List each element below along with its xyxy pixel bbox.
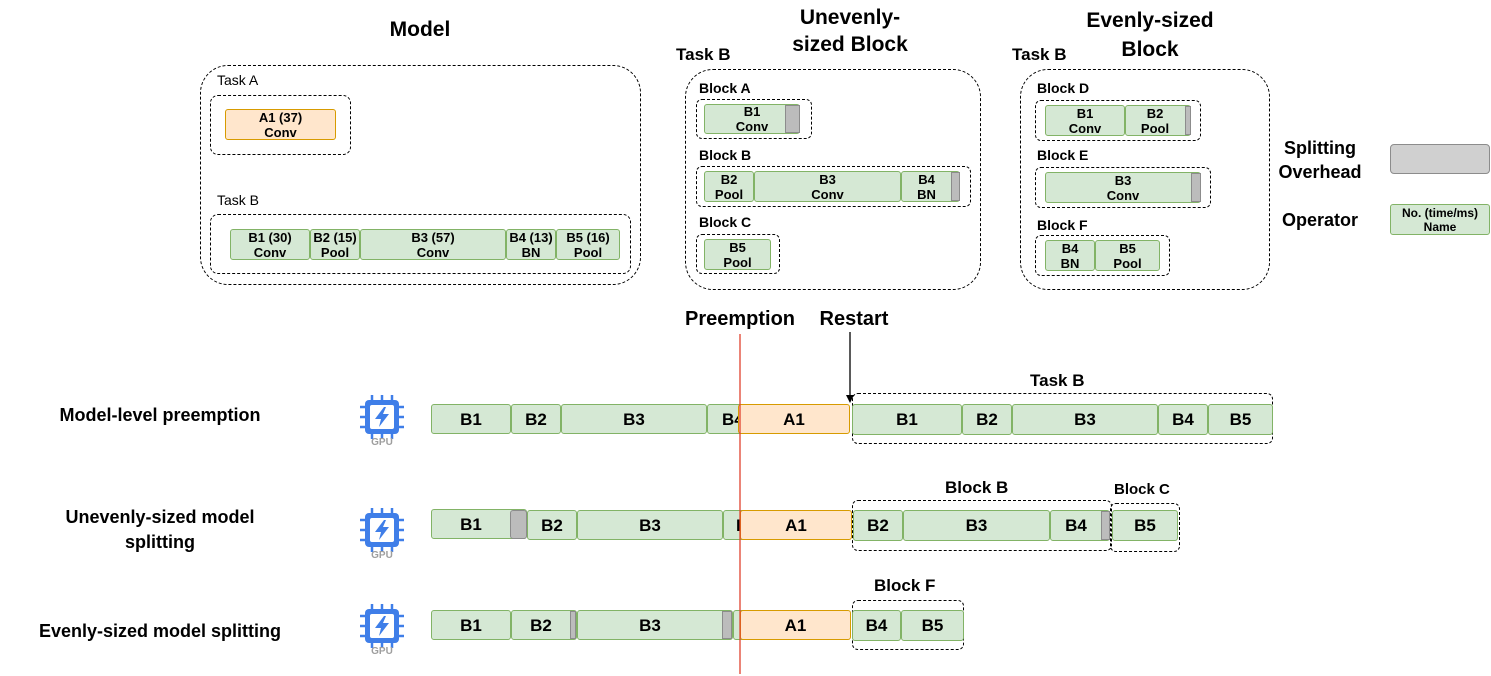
model-op-b5: B5 (16)Pool [556, 229, 620, 260]
r2-group-c-box [1110, 503, 1180, 552]
uneven-block-c [696, 234, 780, 274]
r2-post-b2: B2 [853, 510, 903, 541]
even-overhead-e [1191, 173, 1201, 202]
task-a-label: Task A [217, 72, 259, 88]
r2-op-b2: B2 [527, 510, 577, 540]
r2-overhead-b [1101, 511, 1110, 540]
r1-post-b1: B1 [852, 404, 962, 435]
even-block-title-line1: Evenly-sized [1086, 9, 1214, 32]
legend-overhead-line1: Splitting [1284, 138, 1356, 158]
gpu-icon: GPU [360, 508, 404, 562]
uneven-block-a-label: Block A [699, 80, 751, 96]
even-block-d [1035, 100, 1201, 141]
r3-group-label: Block F [874, 576, 936, 595]
r3-post-b5: B5 [901, 610, 964, 641]
even-block-title-line2: Block [1121, 38, 1179, 61]
r1-post-b5: B5 [1208, 404, 1273, 435]
r2-post-b5: B5 [1112, 510, 1178, 541]
r1-group-label: Task B [1030, 371, 1085, 390]
model-op-b3: B3 (57)Conv [360, 229, 506, 260]
r2-group-c-label: Block C [1114, 481, 1170, 498]
model-title: Model [389, 18, 451, 41]
r1-op-b1: B1 [431, 404, 511, 434]
task-a-box [210, 95, 351, 155]
even-block-f-label: Block F [1037, 217, 1088, 233]
legend-operator-swatch: No. (time/ms)Name [1390, 204, 1490, 235]
r1-post-b3: B3 [1012, 404, 1158, 435]
legend-operator-label: Operator [1281, 210, 1359, 230]
r3-overhead-e [722, 611, 732, 639]
even-box [1020, 69, 1270, 290]
r3-op-b2: B2 [511, 610, 577, 640]
uneven-box [685, 69, 981, 290]
row-model-level-label: Model-level preemption [59, 405, 261, 425]
model-op-b4: B4 (13)BN [506, 229, 556, 260]
even-block-e-label: Block E [1037, 147, 1089, 163]
task-b-box [210, 214, 631, 274]
r2-post-b4: B4 [1050, 510, 1110, 541]
uneven-overhead-b [951, 172, 960, 201]
r2-op-a1: A1 [740, 510, 852, 540]
uneven-task-b-label: Task B [676, 45, 731, 64]
r3-op-b1: B1 [431, 610, 511, 640]
model-op-b1: B1 (30)Conv [230, 229, 310, 260]
r1-post-b4: B4 [1158, 404, 1208, 435]
uneven-block-b [696, 166, 971, 207]
legend-overhead-line2: Overhead [1278, 162, 1362, 182]
even-block-d-label: Block D [1037, 80, 1090, 96]
r1-post-b2: B2 [962, 404, 1012, 435]
even-block-f [1035, 235, 1170, 276]
r1-op-b2: B2 [511, 404, 561, 434]
r1-op-b3: B3 [561, 404, 707, 434]
row-uneven-label-line2: splitting [125, 532, 195, 552]
even-overhead-d [1185, 106, 1191, 135]
r3-overhead-d [570, 611, 576, 639]
uneven-block-title-line2: sized Block [792, 33, 908, 56]
r1-op-a1: A1 [738, 404, 850, 434]
restart-label: Restart [819, 308, 889, 330]
gpu-icon: GPU [360, 395, 404, 449]
model-op-a1: A1 (37)Conv [225, 109, 336, 140]
uneven-block-c-label: Block C [699, 214, 752, 230]
r2-post-b3: B3 [903, 510, 1050, 541]
even-task-b-label: Task B [1012, 45, 1067, 64]
model-box [200, 65, 641, 285]
row-uneven-label-line1: Unevenly-sized model [65, 507, 255, 527]
uneven-block-title-line1: Unevenly- [799, 6, 901, 29]
r3-op-b3: B3 [577, 610, 733, 640]
even-block-e [1035, 167, 1211, 208]
model-op-b2: B2 (15)Pool [310, 229, 360, 260]
legend-overhead-swatch [1390, 144, 1490, 174]
r2-op-b3: B3 [577, 510, 723, 540]
task-b-label: Task B [217, 192, 260, 208]
r3-post-b4: B4 [852, 610, 901, 641]
r2-group-b-box [852, 500, 1112, 551]
preemption-label: Preemption [684, 308, 796, 330]
uneven-overhead-a [785, 105, 800, 133]
row-even-label: Evenly-sized model splitting [38, 621, 282, 641]
uneven-block-a [696, 99, 812, 139]
uneven-block-b-label: Block B [699, 147, 752, 163]
r2-overhead-a [510, 510, 527, 539]
r2-group-b-label: Block B [945, 478, 1009, 497]
gpu-icon: GPU [360, 604, 404, 658]
